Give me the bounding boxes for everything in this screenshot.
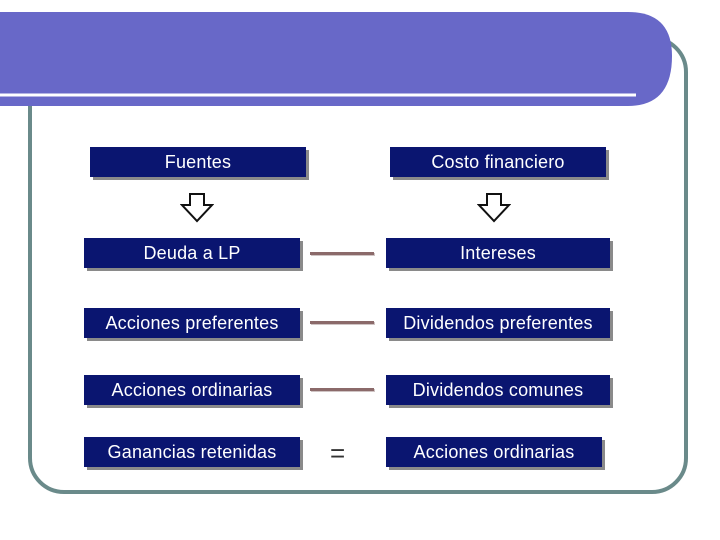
equals-sign: =	[330, 438, 346, 468]
header-sources: Fuentes	[90, 147, 306, 177]
title-banner	[0, 12, 672, 106]
down-arrow-icon	[477, 193, 511, 223]
header-financial-cost: Costo financiero	[390, 147, 606, 177]
cost-box-preferred-dividends: Dividendos preferentes	[386, 308, 610, 338]
source-label: Acciones ordinarias	[111, 379, 273, 400]
source-box-debt: Deuda a LP	[84, 238, 300, 268]
cost-label: Dividendos preferentes	[403, 312, 593, 333]
source-label: Acciones preferentes	[105, 312, 279, 333]
connector-line	[310, 252, 374, 255]
source-box-common-shares: Acciones ordinarias	[84, 375, 300, 405]
source-label: Ganancias retenidas	[107, 441, 277, 462]
cost-box-interest: Intereses	[386, 238, 610, 268]
header-sources-label: Fuentes	[164, 151, 232, 172]
source-label: Deuda a LP	[143, 242, 241, 263]
cost-box-common-dividends: Dividendos comunes	[386, 375, 610, 405]
connector-line	[310, 321, 374, 324]
connector-line	[310, 388, 374, 391]
source-box-preferred-shares: Acciones preferentes	[84, 308, 300, 338]
cost-box-common-shares: Acciones ordinarias	[386, 437, 602, 467]
down-arrow-icon	[180, 193, 214, 223]
header-financial-cost-label: Costo financiero	[431, 151, 565, 172]
cost-label: Acciones ordinarias	[413, 441, 575, 462]
cost-label: Intereses	[460, 242, 536, 263]
cost-label: Dividendos comunes	[412, 379, 584, 400]
source-box-retained-earnings: Ganancias retenidas	[84, 437, 300, 467]
